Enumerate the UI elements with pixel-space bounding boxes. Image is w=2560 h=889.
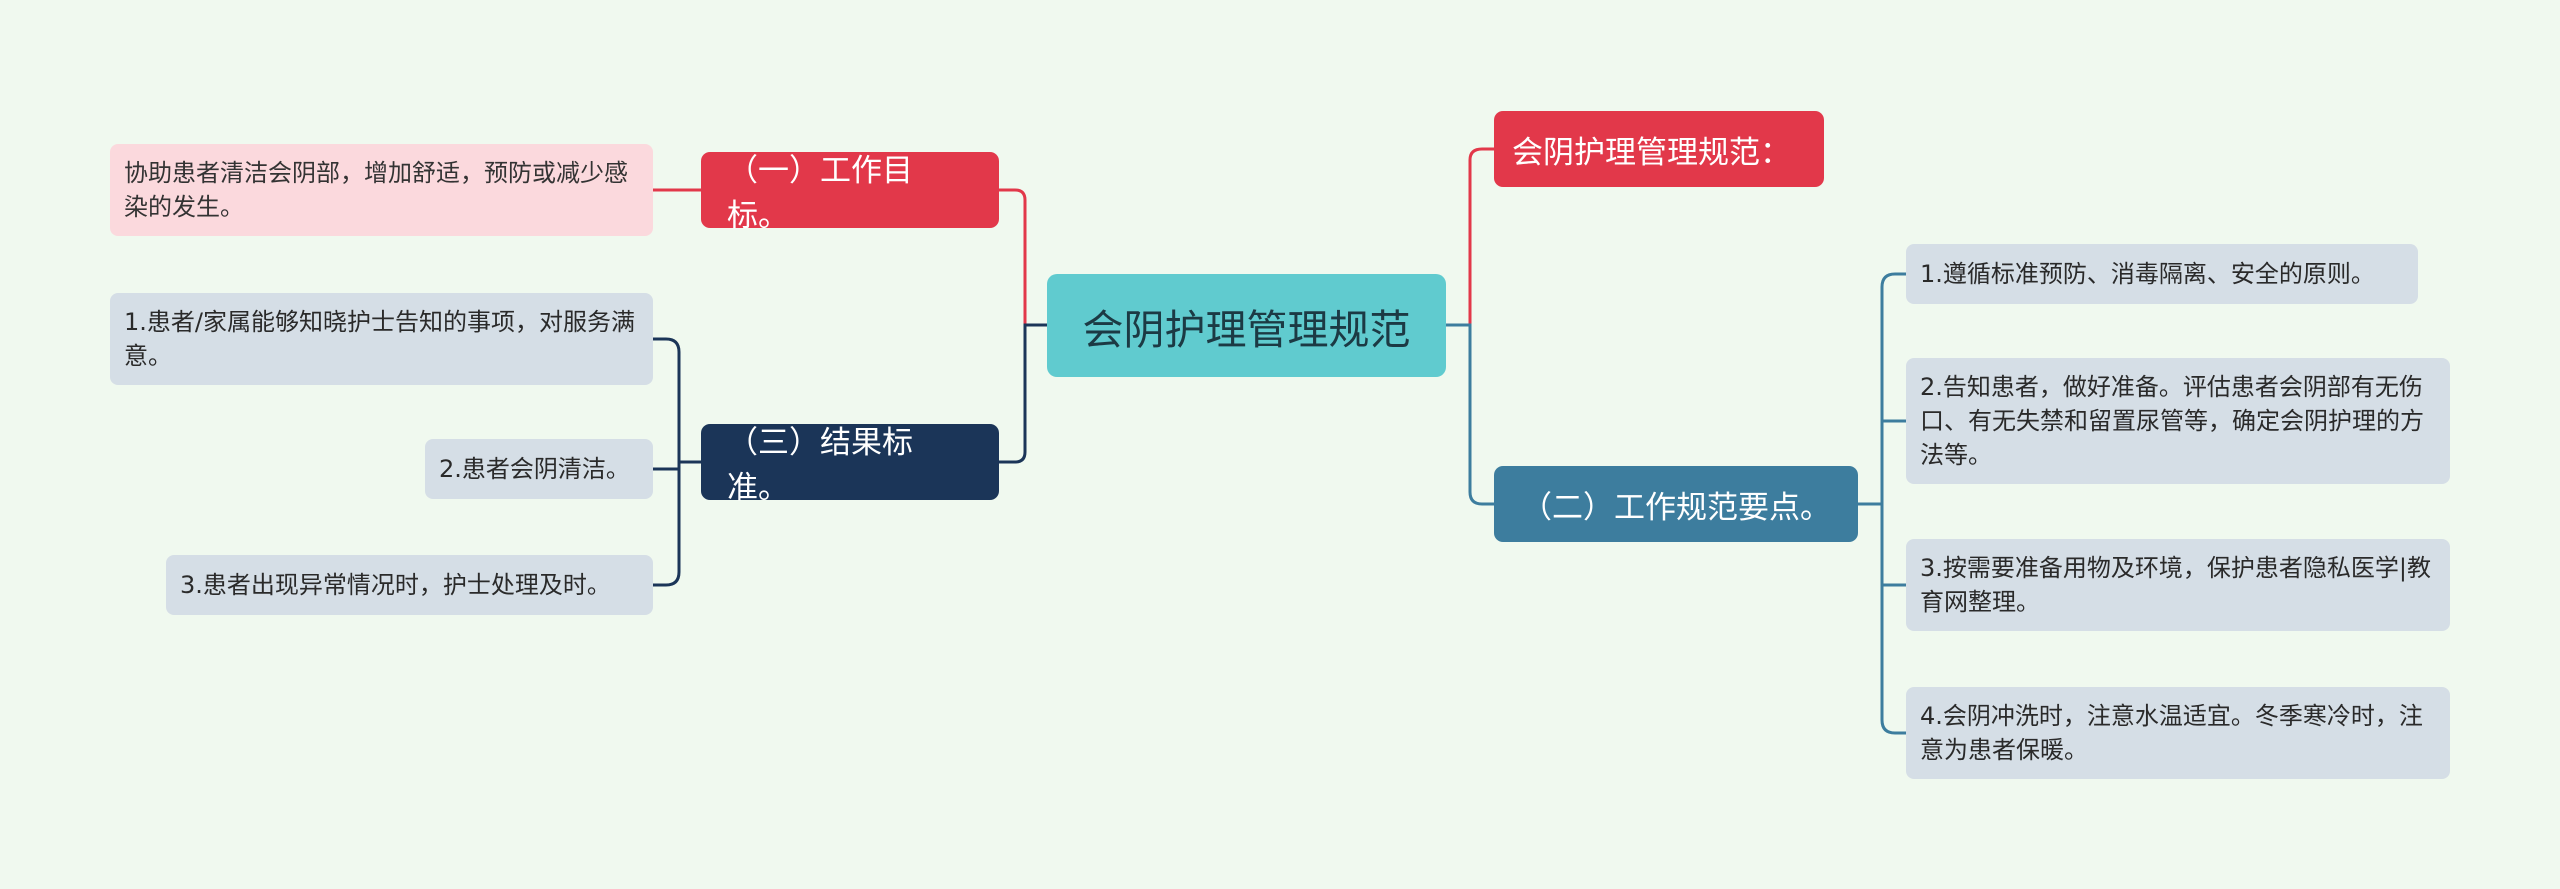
link-points-leaves bbox=[1858, 272, 1906, 735]
link-center-result bbox=[999, 323, 1047, 464]
branch-work-points[interactable]: （二）工作规范要点。 bbox=[1494, 466, 1858, 542]
leaf-points-2[interactable]: 2.告知患者，做好准备。评估患者会阴部有无伤口、有无失禁和留置尿管等，确定会阴护… bbox=[1906, 358, 2450, 484]
branch-result-standard[interactable]: （三）结果标准。 bbox=[701, 424, 999, 506]
leaf-result-2[interactable]: 2.患者会阴清洁。 bbox=[425, 439, 653, 499]
link-center-title bbox=[1446, 147, 1494, 327]
leaf-points-4[interactable]: 4.会阴冲洗时，注意水温适宜。冬季寒冷时，注意为患者保暖。 bbox=[1906, 687, 2450, 779]
leaf-result-3[interactable]: 3.患者出现异常情况时，护士处理及时。 bbox=[166, 555, 653, 615]
leaf-points-1[interactable]: 1.遵循标准预防、消毒隔离、安全的原则。 bbox=[1906, 244, 2418, 304]
central-topic[interactable]: 会阴护理管理规范 bbox=[1047, 274, 1446, 377]
branch-title[interactable]: 会阴护理管理规范： bbox=[1494, 111, 1824, 187]
link-center-goal bbox=[999, 188, 1047, 327]
leaf-goal-1[interactable]: 协助患者清洁会阴部，增加舒适，预防或减少感染的发生。 bbox=[110, 144, 653, 236]
link-result-leaves bbox=[653, 337, 701, 587]
leaf-result-1[interactable]: 1.患者/家属能够知晓护士告知的事项，对服务满意。 bbox=[110, 293, 653, 385]
link-center-points bbox=[1446, 323, 1494, 506]
leaf-points-3[interactable]: 3.按需要准备用物及环境，保护患者隐私医学|教育网整理。 bbox=[1906, 539, 2450, 631]
branch-work-goal[interactable]: （一）工作目标。 bbox=[701, 152, 999, 234]
